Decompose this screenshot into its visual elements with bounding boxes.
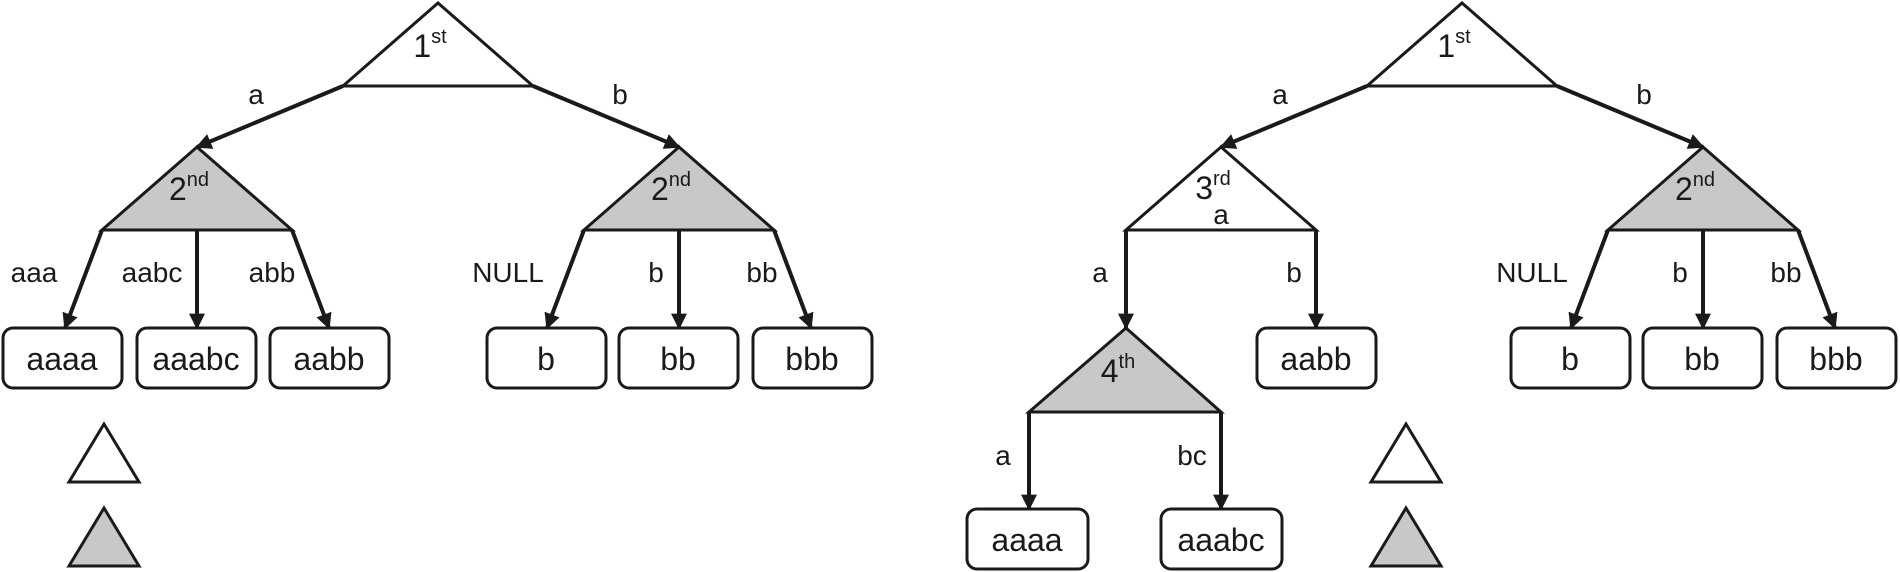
right-leaf-bb-text: bb	[1684, 341, 1720, 377]
right-leaf-aaabc	[1159, 507, 1284, 571]
right-node-a-label: 3rd	[1195, 168, 1231, 206]
left-node-b-label: 2nd	[651, 169, 691, 207]
right-sub-node-edge-2-label: bc	[1177, 440, 1207, 471]
left-leaf-bb-text: bb	[660, 341, 696, 377]
right-node-b-edge-3	[1796, 229, 1838, 330]
right-leaf-aaabc-text: aaabc	[1177, 522, 1264, 558]
left-leaf-aaaa	[1, 326, 124, 390]
left-legend-gray-triangle	[66, 505, 142, 568]
left-node-a-edge-1-label: aaa	[11, 257, 58, 288]
right-node-b-label: 2nd	[1675, 169, 1715, 207]
right-root-edge-a	[1219, 84, 1368, 149]
left-legend-white-triangle	[66, 421, 142, 484]
left-root-edge-b-label: b	[612, 79, 628, 110]
left-root-edge-b	[532, 84, 681, 149]
left-node-b-edge-1	[544, 229, 586, 330]
left-root-edge-a	[195, 84, 344, 149]
right-leaf-aaaa-text: aaaa	[991, 522, 1062, 558]
left-leaf-aaaa-text: aaaa	[26, 341, 97, 377]
right-node-a	[1122, 145, 1320, 232]
right-sub-node	[1024, 326, 1225, 414]
right-node-a-edge-1-label: a	[1092, 257, 1108, 288]
right-tree: a b 1st 3rd a 2nd a b aabb 4th a bc aaaa…	[965, 1, 1898, 571]
left-leaf-b	[485, 326, 608, 390]
right-node-b-edge-1	[1568, 229, 1610, 330]
left-leaf-aabb-text: aabb	[293, 341, 364, 377]
right-root-node	[1363, 1, 1561, 88]
right-leaf-b-text: b	[1561, 341, 1579, 377]
left-node-a-edge-1	[62, 229, 104, 330]
right-leaf-bbb-text: bbb	[1809, 341, 1862, 377]
right-root-edge-a-label: a	[1272, 79, 1288, 110]
right-node-a-inner-label: a	[1213, 199, 1229, 230]
left-leaf-b-text: b	[537, 341, 555, 377]
left-leaf-bbb-text: bbb	[785, 341, 838, 377]
right-node-b-edge-3-label: bb	[1770, 257, 1801, 288]
left-node-a-edge-3	[290, 229, 332, 330]
left-node-a-edge-3-label: abb	[249, 257, 296, 288]
right-leaf-aabb	[1255, 326, 1378, 390]
right-node-b-edge-1-label: NULL	[1496, 257, 1568, 288]
left-node-a-edge-2-label: aabc	[122, 257, 183, 288]
right-leaf-aaaa	[965, 507, 1090, 571]
left-node-b-edge-3-label: bb	[746, 257, 777, 288]
left-leaf-bbb	[751, 326, 874, 390]
right-leaf-aabb-text: aabb	[1280, 341, 1351, 377]
left-tree: a b 1st 2nd 2nd aaa aabc abb NULL b bb a…	[1, 1, 874, 568]
left-leaf-aaabc	[135, 326, 258, 390]
left-root-node-label: 1st	[413, 26, 447, 64]
left-node-b-edge-3	[772, 229, 814, 330]
left-node-a-label: 2nd	[169, 169, 209, 207]
right-sub-node-edge-1-label: a	[995, 440, 1011, 471]
left-root-edge-a-label: a	[248, 79, 264, 110]
right-legend-gray-triangle	[1368, 505, 1444, 568]
right-root-edge-b	[1556, 84, 1705, 149]
left-leaf-aaabc-text: aaabc	[152, 341, 239, 377]
right-node-a-edge-2-label: b	[1286, 257, 1302, 288]
right-leaf-bb	[1641, 326, 1764, 390]
left-node-b-edge-1-label: NULL	[472, 257, 544, 288]
left-node-b-edge-2-label: b	[648, 257, 664, 288]
right-root-node-label: 1st	[1437, 26, 1471, 64]
right-leaf-bbb	[1775, 326, 1898, 390]
right-legend-white-triangle	[1368, 421, 1444, 484]
right-root-edge-b-label: b	[1636, 79, 1652, 110]
right-sub-node-label: 4th	[1101, 351, 1135, 389]
left-root-node	[339, 1, 537, 88]
left-leaf-bb	[617, 326, 740, 390]
right-leaf-b	[1509, 326, 1632, 390]
left-leaf-aabb	[268, 326, 391, 390]
right-node-b-edge-2-label: b	[1672, 257, 1688, 288]
